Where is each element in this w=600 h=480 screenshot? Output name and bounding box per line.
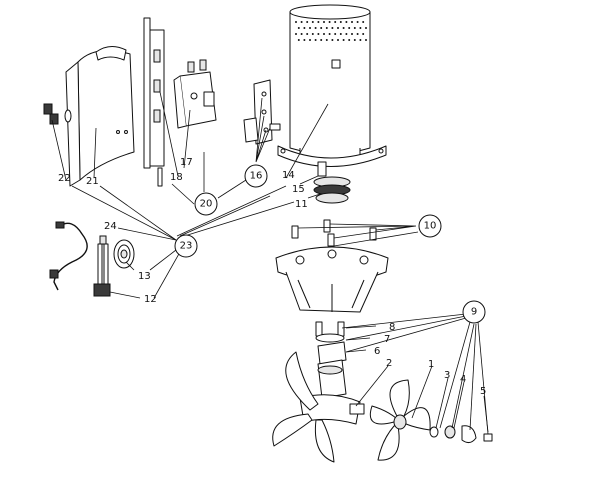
vent-hole (359, 39, 362, 41)
vent-hole (334, 21, 337, 23)
label-6: 6 (374, 346, 380, 357)
vent-hole (359, 27, 362, 29)
label-3: 3 (444, 370, 450, 381)
vent-hole (351, 33, 353, 35)
mounting-flange (275, 246, 389, 313)
fuse-holder (93, 235, 111, 297)
vent-hole (345, 33, 348, 35)
vent-hole (353, 39, 356, 41)
vent-hole (339, 33, 342, 35)
label-5: 5 (480, 386, 486, 397)
vent-hole (297, 39, 300, 41)
callout-label-23: 23 (180, 241, 193, 252)
callout-label-9: 9 (471, 307, 477, 318)
connector-plugs (43, 103, 59, 125)
vent-hole (342, 27, 345, 29)
label-11: 11 (295, 199, 308, 210)
vent-hole (337, 27, 339, 29)
vent-hole (300, 33, 303, 35)
vent-hole (362, 33, 365, 35)
vent-hole (323, 21, 325, 23)
label-4: 4 (460, 374, 466, 385)
vent-hole (331, 39, 334, 41)
sealing-tape-roll (113, 239, 135, 269)
vent-hole (317, 21, 320, 23)
vent-hole (323, 33, 325, 35)
label-8: 8 (389, 322, 395, 333)
vent-hole (297, 27, 300, 29)
callout-23: 23 (174, 234, 198, 258)
label-17: 17 (180, 157, 193, 168)
vent-hole (295, 21, 297, 23)
propeller-rear (272, 351, 335, 463)
vent-hole (342, 39, 345, 41)
label-13: 13 (138, 271, 151, 282)
vent-hole (320, 39, 323, 41)
vent-hole (303, 39, 306, 41)
vent-hole (303, 27, 306, 29)
vent-hole (348, 39, 351, 41)
vent-hole (334, 33, 337, 35)
leader-lines (51, 91, 489, 435)
vent-hole (300, 21, 303, 23)
vent-hole (356, 21, 359, 23)
vent-hole (306, 21, 309, 23)
vent-hole (365, 27, 367, 29)
propeller-front (369, 379, 431, 461)
vent-hole (311, 33, 314, 35)
motor-housing (277, 4, 387, 167)
callout-9: 9 (462, 300, 486, 324)
vent-hole (314, 39, 317, 41)
vent-hole (328, 21, 331, 23)
solenoid-bracket (143, 17, 165, 187)
vent-hole (309, 27, 311, 29)
label-1: 1 (428, 359, 434, 370)
label-15: 15 (292, 184, 305, 195)
terminal-plate (243, 79, 281, 145)
vent-hole (311, 21, 314, 23)
label-7: 7 (384, 334, 390, 345)
coupling (313, 161, 351, 204)
vent-hole (325, 39, 328, 41)
label-12: 12 (144, 294, 157, 305)
label-22: 22 (58, 173, 71, 184)
callout-16: 16 (244, 164, 268, 188)
vent-hole (295, 33, 297, 35)
vent-hole (306, 33, 309, 35)
relay-module (173, 59, 217, 129)
vent-hole (365, 39, 367, 41)
vent-holes (295, 21, 367, 41)
label-24: 24 (104, 221, 117, 232)
vent-hole (353, 27, 356, 29)
label-2: 2 (386, 358, 392, 369)
vent-hole (356, 33, 359, 35)
prop-hardware (429, 425, 493, 444)
vent-hole (325, 27, 328, 29)
vent-hole (362, 21, 365, 23)
callout-10: 10 (418, 214, 442, 238)
vent-hole (309, 39, 311, 41)
control-cover (64, 46, 135, 187)
vent-hole (328, 33, 331, 35)
vent-hole (345, 21, 348, 23)
bolts (291, 219, 377, 247)
vent-hole (351, 21, 353, 23)
vent-hole (348, 27, 351, 29)
vent-hole (337, 39, 339, 41)
wiring-harness (53, 222, 88, 291)
vent-hole (331, 27, 334, 29)
callout-label-10: 10 (424, 221, 437, 232)
seal-and-studs (315, 321, 347, 365)
vent-hole (317, 33, 320, 35)
vent-hole (339, 21, 342, 23)
label-21: 21 (86, 176, 99, 187)
label-18: 18 (170, 172, 183, 183)
callout-20: 20 (194, 192, 218, 216)
vent-hole (320, 27, 323, 29)
callout-label-16: 16 (250, 171, 263, 182)
vent-hole (314, 27, 317, 29)
callout-label-20: 20 (200, 199, 213, 210)
label-14: 14 (282, 170, 295, 181)
